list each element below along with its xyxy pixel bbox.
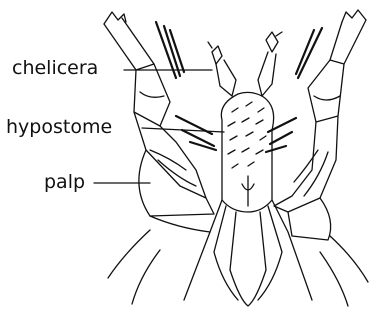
chelicera-label: chelicera (12, 59, 98, 78)
left-chelicera (208, 42, 236, 96)
palp-label: palp (44, 173, 85, 192)
left-palp (104, 12, 214, 232)
right-palp (274, 10, 366, 240)
right-chelicera (258, 32, 282, 96)
setae (156, 22, 322, 152)
hypostome-label: hypostome (6, 118, 112, 137)
leader-lines (94, 70, 224, 183)
